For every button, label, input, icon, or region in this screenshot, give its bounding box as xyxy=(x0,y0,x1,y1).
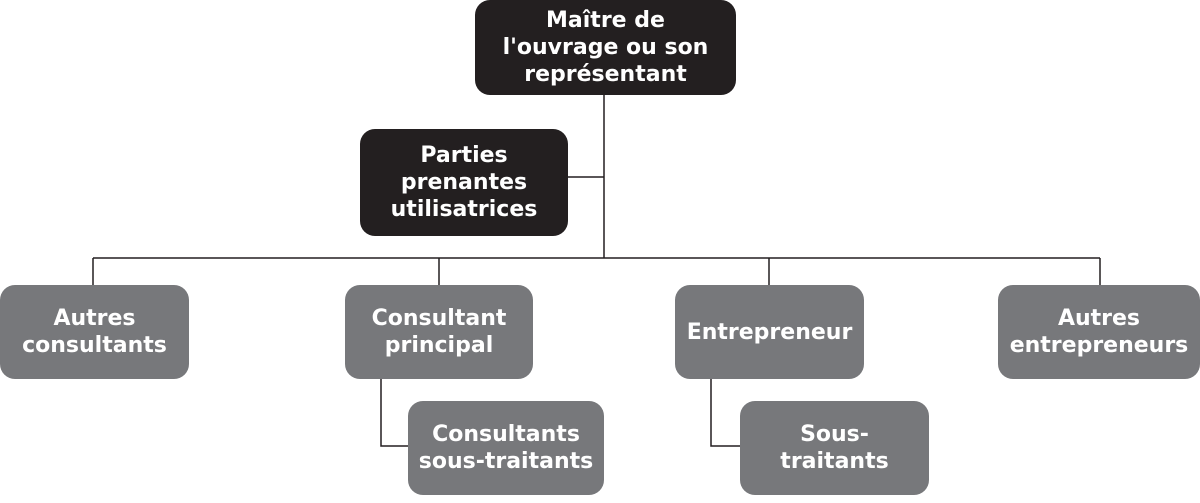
node-subcontractors-label: Sous- traitants xyxy=(780,422,889,474)
node-lead-consultant-label: Consultant principal xyxy=(371,306,507,358)
node-contractor-label: Entrepreneur xyxy=(686,319,853,345)
node-contractor: Entrepreneur xyxy=(675,285,864,379)
node-subcontractors: Sous- traitants xyxy=(740,401,929,495)
node-user-stakeholders: Parties prenantes utilisatrices xyxy=(360,129,568,236)
node-user-stakeholders-label: Parties prenantes utilisatrices xyxy=(390,143,538,222)
connector-to-subcontractors xyxy=(710,379,740,447)
node-owner-label: Maître de l'ouvrage ou son représentant xyxy=(502,8,709,87)
connector-to-subconsultants xyxy=(380,379,408,447)
node-other-contractors-label: Autres entrepreneurs xyxy=(1009,306,1189,358)
node-owner: Maître de l'ouvrage ou son représentant xyxy=(475,0,736,95)
node-other-contractors: Autres entrepreneurs xyxy=(998,285,1200,379)
node-other-consultants-label: Autres consultants xyxy=(22,306,167,358)
node-subconsultants: Consultants sous-traitants xyxy=(408,401,604,495)
node-subconsultants-label: Consultants sous-traitants xyxy=(418,422,594,474)
node-lead-consultant: Consultant principal xyxy=(345,285,533,379)
node-other-consultants: Autres consultants xyxy=(0,285,189,379)
